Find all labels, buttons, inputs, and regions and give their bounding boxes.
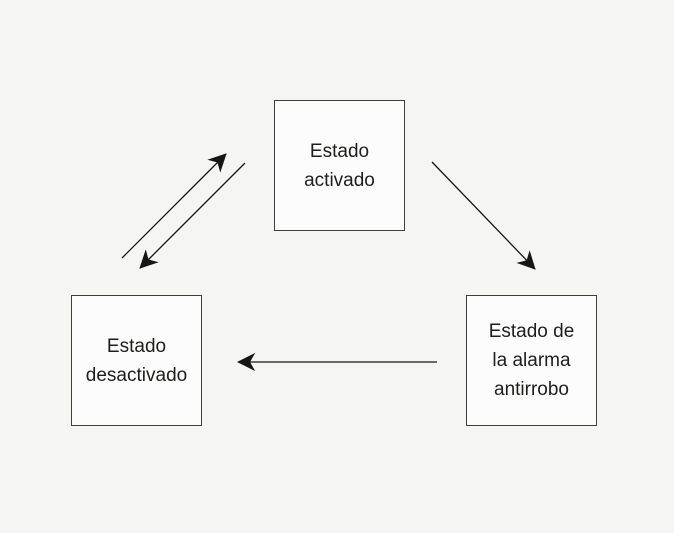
state-label-line: Estado de <box>488 321 575 342</box>
state-label-line: Estado <box>106 335 167 357</box>
edge-desactivado-to-activado <box>121 153 227 259</box>
state-label-line: Estado <box>309 140 370 162</box>
state-label-line: desactivado <box>85 364 188 386</box>
state-label-line: antirrobo <box>494 379 569 400</box>
state-node-desactivado: Estado desactivado <box>71 295 202 426</box>
edge-activado-to-alarma <box>431 161 536 270</box>
state-label-line: activado <box>304 169 375 191</box>
state-node-alarma: Estado de la alarma antirrobo <box>466 295 597 426</box>
state-node-activado: Estado activado <box>274 100 405 231</box>
state-label-line: la alarma <box>492 350 571 371</box>
edge-activado-to-desactivado <box>139 162 246 269</box>
